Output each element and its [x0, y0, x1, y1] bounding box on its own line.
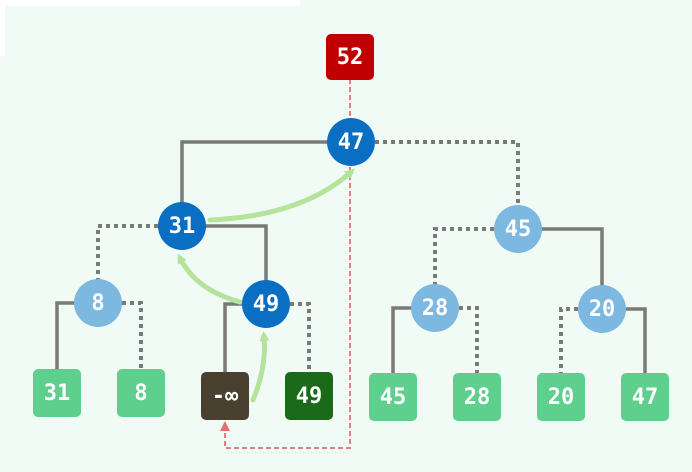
- left-strip: [0, 6, 5, 56]
- leaf-l6-label: 28: [464, 385, 491, 410]
- tree-node-n28: 28: [411, 284, 459, 332]
- edge-n31-n49: [182, 224, 268, 304]
- edge-n20-l7: [559, 307, 602, 397]
- tree-node-n28-circle: [411, 284, 459, 332]
- leaf-l3: -∞: [201, 372, 249, 420]
- tree-node-n49-circle: [242, 280, 290, 328]
- tree-node-n8-label: 8: [91, 291, 104, 316]
- leaf-l8: 47: [621, 373, 669, 421]
- tree-node-n28-label: 28: [422, 296, 449, 321]
- tree-node-n31-circle: [158, 202, 206, 250]
- leaf-l3-label: -∞: [212, 384, 239, 409]
- tree-node-n45-circle: [494, 205, 542, 253]
- leaf-l6: 28: [453, 373, 501, 421]
- output-box-label: 52: [337, 45, 364, 70]
- leaf-l6-box: [453, 373, 501, 421]
- edge-n8-l2: [98, 301, 143, 393]
- leaf-l4-box: [285, 372, 333, 420]
- tree-node-root-circle: [327, 118, 375, 166]
- output-box: 52: [326, 34, 374, 80]
- leaf-l5-box: [369, 373, 417, 421]
- tree-node-n20: 20: [578, 285, 626, 333]
- leaf-l7-label: 20: [548, 385, 575, 410]
- edge-n45-n28: [433, 227, 518, 308]
- leaf-l2-box: [117, 369, 165, 417]
- edge-n31-n8: [96, 224, 182, 303]
- edge-root-n45: [351, 140, 520, 229]
- leaf-l3-box: [201, 372, 249, 420]
- edge-n49-l4: [266, 302, 311, 396]
- top-strip: [0, 0, 300, 6]
- tree-node-n8-circle: [74, 279, 122, 327]
- leaf-l5-label: 45: [380, 385, 407, 410]
- tree-node-n20-label: 20: [589, 297, 616, 322]
- edge-n45-n20: [518, 227, 604, 309]
- tree-node-n31: 31: [158, 202, 206, 250]
- edge-root-n31: [180, 140, 351, 226]
- tree-node-n49-label: 49: [253, 292, 280, 317]
- replay-arrow-n49-n31: [177, 253, 243, 305]
- leaf-l8-box: [621, 373, 669, 421]
- leaf-l8-label: 47: [632, 385, 659, 410]
- leaf-l7-box: [537, 373, 585, 421]
- leaf-l4-label: 49: [296, 384, 323, 409]
- tree-node-n49: 49: [242, 280, 290, 328]
- output-path-arrow: [220, 79, 351, 449]
- tree-node-n8: 8: [74, 279, 122, 327]
- tree-node-n45: 45: [494, 205, 542, 253]
- leaf-l1-box: [33, 369, 81, 417]
- leaf-l5: 45: [369, 373, 417, 421]
- tree-node-root-label: 47: [338, 130, 365, 155]
- replay-arrow-n31-root: [207, 168, 355, 223]
- leaf-l4: 49: [285, 372, 333, 420]
- tree-node-root: 47: [327, 118, 375, 166]
- tree-node-n20-circle: [578, 285, 626, 333]
- leaf-l1-label: 31: [44, 381, 71, 406]
- replay-arrow-l3-n49: [250, 331, 270, 403]
- leaf-l2-label: 8: [134, 381, 147, 406]
- edge-n28-l6: [435, 306, 479, 397]
- tree-node-n31-label: 31: [169, 214, 196, 239]
- leaf-l7: 20: [537, 373, 585, 421]
- leaf-l1: 31: [33, 369, 81, 417]
- output-box-shape: [326, 34, 374, 80]
- leaf-l2: 8: [117, 369, 165, 417]
- tree-node-n45-label: 45: [505, 217, 532, 242]
